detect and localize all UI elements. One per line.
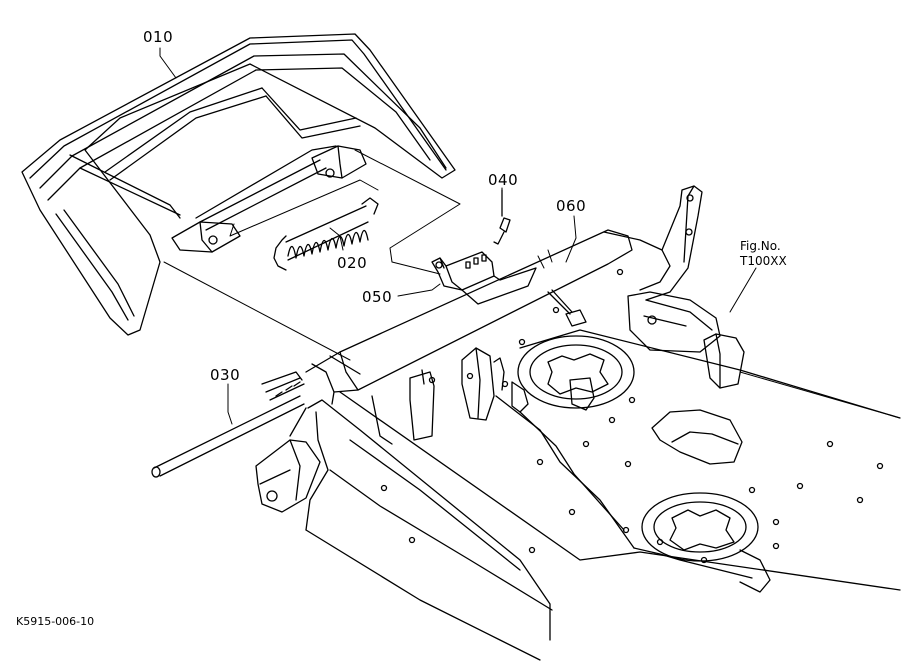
leader-lines [159, 47, 901, 425]
phantom-line-right [739, 371, 901, 419]
leader-060 [565, 215, 577, 263]
figure-number-line1: Fig.No. [740, 239, 781, 253]
part-020-spring [273, 197, 379, 271]
phantom-line-spring [229, 179, 379, 237]
part-030-rod [151, 371, 305, 478]
part-010-cover [21, 33, 456, 336]
callout-050: 050 [362, 288, 393, 306]
drawing-code: K5915-006-10 [16, 615, 95, 628]
part-050-bracket [431, 251, 537, 305]
leader-030 [227, 383, 233, 425]
leader-010 [159, 47, 177, 79]
figure-number: Fig.No. T100XX [740, 239, 787, 269]
callout-030: 030 [210, 366, 241, 384]
part-060-frame [255, 185, 901, 661]
callout-010: 010 [143, 28, 174, 46]
phantom-line-left [163, 261, 351, 361]
callout-060: 060 [556, 197, 587, 215]
leader-020 [329, 227, 344, 251]
phantom-line-upper [354, 149, 461, 275]
leader-fig [729, 267, 757, 313]
phantom-line-mid [537, 249, 553, 269]
leader-050 [397, 283, 441, 297]
callout-020: 020 [337, 254, 368, 272]
callout-040: 040 [488, 171, 519, 189]
figure-number-line2: T100XX [740, 254, 787, 268]
